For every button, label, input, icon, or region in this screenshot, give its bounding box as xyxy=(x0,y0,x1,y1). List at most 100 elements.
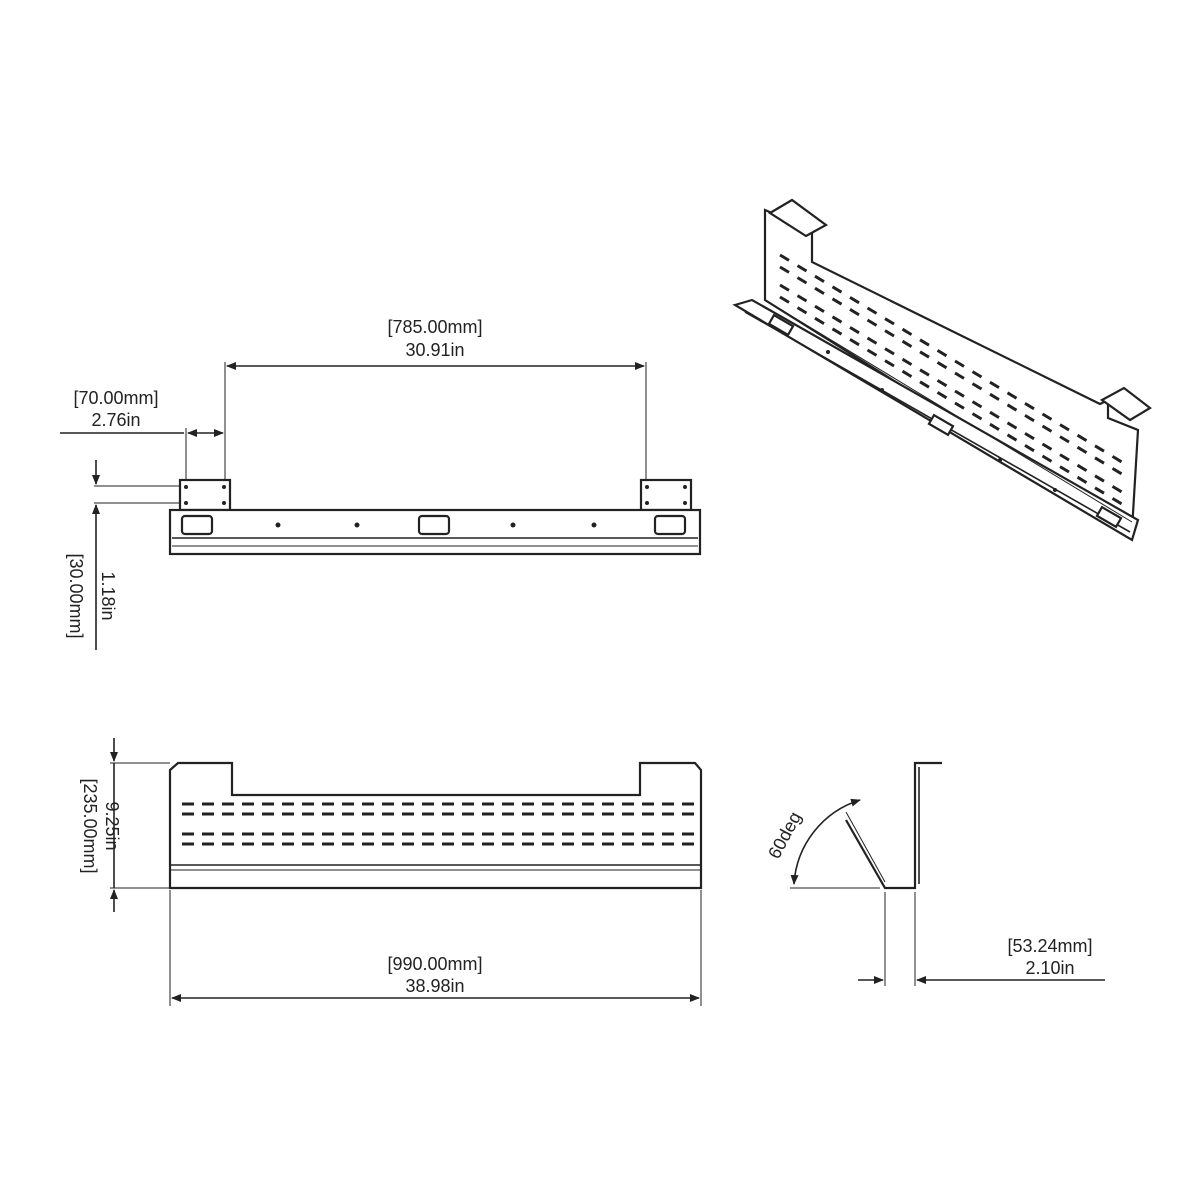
iso-vent-slot xyxy=(971,370,983,379)
iso-vent-slot xyxy=(1076,445,1088,454)
iso-vent-slot xyxy=(831,297,843,306)
iso-vent-slot xyxy=(779,283,790,292)
dim-bracket-height-in: 1.18in xyxy=(98,571,118,620)
iso-vent-slot xyxy=(901,369,913,378)
dim-bracket-width-mm: [70.00mm] xyxy=(73,388,158,408)
iso-vent-slot xyxy=(919,380,930,389)
iso-vent-slot xyxy=(936,391,948,400)
iso-vent-slot xyxy=(849,326,860,335)
iso-vent-slot xyxy=(1041,454,1053,463)
iso-vent-slot xyxy=(814,274,825,283)
iso-vent-slot xyxy=(919,368,930,377)
iso-vent-slot xyxy=(901,357,913,366)
iso-vent-slot xyxy=(779,265,790,274)
iso-vent-slot xyxy=(954,389,965,398)
iso-vent-slot xyxy=(1041,442,1053,451)
right-mount-bracket xyxy=(639,478,693,512)
dim-overall-length-in: 38.98in xyxy=(405,976,464,996)
iso-vent-slot xyxy=(866,336,878,345)
iso-vent-slot xyxy=(1006,403,1018,412)
iso-vent-slot xyxy=(1024,432,1035,441)
iso-vent-slot xyxy=(1024,444,1035,453)
dim-top-span-in: 30.91in xyxy=(405,340,464,360)
dim-tray-height-mm: [235.00mm] xyxy=(80,778,100,873)
iso-vent-slot xyxy=(1006,433,1018,442)
dim-overall-length-mm: [990.00mm] xyxy=(387,954,482,974)
iso-vent-slot xyxy=(884,359,895,368)
dim-tray-depth-mm: [53.24mm] xyxy=(1007,936,1092,956)
iso-vent-slot xyxy=(796,294,808,303)
iso-vent-slot xyxy=(936,361,948,370)
tray-front-panel xyxy=(168,761,703,890)
iso-vent-slot xyxy=(1111,497,1123,506)
iso-vent-slot xyxy=(901,327,913,336)
dim-angle: 60deg xyxy=(764,808,805,862)
top-view: [785.00mm] 30.91in [70.00mm] 2.76in [30.… xyxy=(60,317,702,650)
iso-vent-slot xyxy=(971,412,983,421)
iso-vent-slot xyxy=(1111,467,1123,476)
iso-vent-slot xyxy=(901,339,913,348)
iso-vent-slot xyxy=(1094,474,1105,483)
iso-vent-slot xyxy=(1059,453,1070,462)
tray-side-profile xyxy=(845,761,942,890)
iso-vent-slot xyxy=(814,286,825,295)
iso-vent-slot xyxy=(1024,414,1035,423)
iso-vent-slots xyxy=(779,253,1123,506)
angle-arc xyxy=(790,798,861,885)
left-mount-bracket xyxy=(178,478,232,512)
iso-vent-slot xyxy=(1111,455,1123,464)
iso-vent-slot xyxy=(831,327,843,336)
iso-vent-slot xyxy=(884,317,895,326)
iso-vent-slot xyxy=(814,316,825,325)
iso-vent-slot xyxy=(954,401,965,410)
cable-opening-right xyxy=(653,514,687,536)
tray-holes xyxy=(275,522,597,528)
iso-vent-slot xyxy=(831,315,843,324)
iso-vent-slot xyxy=(954,371,965,380)
iso-vent-slot xyxy=(1006,391,1018,400)
isometric-view xyxy=(732,198,1152,542)
iso-vent-slot xyxy=(919,350,930,359)
iso-vent-slot xyxy=(971,400,983,409)
iso-vent-slot xyxy=(989,380,1000,389)
iso-vent-slot xyxy=(1076,433,1088,442)
iso-vent-slot xyxy=(971,382,983,391)
iso-vent-slot xyxy=(1041,424,1053,433)
iso-vent-slot xyxy=(849,338,860,347)
iso-holes xyxy=(826,350,1057,492)
iso-vent-slot xyxy=(1094,486,1105,495)
dim-top-span-mm: [785.00mm] xyxy=(387,317,482,337)
iso-vent-slot xyxy=(1111,485,1123,494)
dim-tray-depth-in: 2.10in xyxy=(1025,958,1074,978)
bracket-screw-holes xyxy=(184,485,687,505)
iso-vent-slot xyxy=(849,308,860,317)
iso-vent-slot xyxy=(884,347,895,356)
iso-vent-slot xyxy=(796,306,808,315)
iso-vent-slot xyxy=(1006,421,1018,430)
iso-right-tab xyxy=(1099,386,1152,422)
vent-slot-rows xyxy=(182,802,694,846)
dim-bracket-width-in: 2.76in xyxy=(91,410,140,430)
iso-vent-slot xyxy=(1024,402,1035,411)
iso-vent-slot xyxy=(1094,456,1105,465)
iso-vent-slot xyxy=(1041,412,1053,421)
iso-vent-slot xyxy=(919,338,930,347)
iso-vent-slot xyxy=(989,410,1000,419)
iso-vent-slot xyxy=(796,264,808,273)
iso-vent-slot xyxy=(936,349,948,358)
iso-back-panel xyxy=(763,208,1140,532)
iso-vent-slot xyxy=(779,253,790,262)
iso-vent-slot xyxy=(936,379,948,388)
iso-vent-slot xyxy=(849,296,860,305)
dim-bracket-height-mm: [30.00mm] xyxy=(66,553,86,638)
iso-vent-slot xyxy=(866,306,878,315)
iso-vent-slot xyxy=(1059,423,1070,432)
iso-vent-slot xyxy=(1076,475,1088,484)
iso-vent-slot xyxy=(1094,444,1105,453)
cable-opening-center xyxy=(417,514,451,536)
front-view: [235.00mm] 9.25in [990.00mm] 38.98in xyxy=(80,738,703,1006)
iso-vent-slot xyxy=(989,422,1000,431)
iso-left-tab xyxy=(767,198,829,238)
iso-vent-slot xyxy=(814,304,825,313)
